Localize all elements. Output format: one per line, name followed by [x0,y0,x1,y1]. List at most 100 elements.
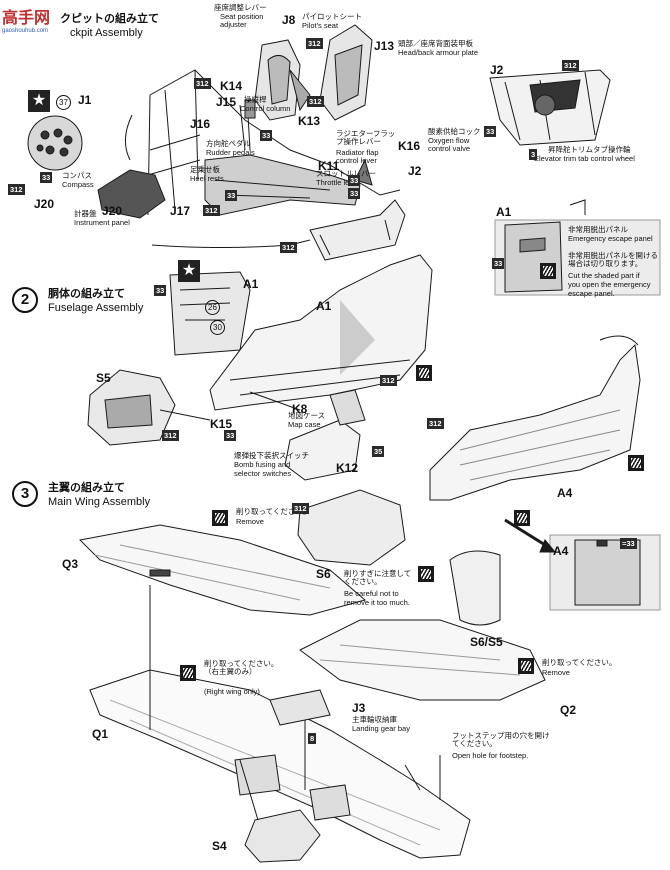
note-remove-jp: 削り取ってください。 [236,507,311,516]
note-oxygen-jp: 酸素供給コック [428,127,481,136]
wing-drawing [78,489,546,863]
note-seat-lever-jp: 座席調整レバー [214,3,267,12]
section2-title-en: Fuselage Assembly [48,302,144,314]
part-q3: Q3 [62,557,79,571]
part-k12: K12 [336,461,359,475]
part-a1-fuselage-small: A1 [243,277,259,291]
circled-ref-37: 37 [56,95,71,110]
part-j8: J8 [282,13,296,27]
inset-a1-drawing [494,199,661,296]
part-j16: J16 [190,117,211,131]
note-careful-en1: Be careful not to [344,589,399,598]
ref-badge: 312 [307,96,324,107]
rear-frame-drawing [489,69,611,146]
watermark-url: gaoshouhub.com [2,28,49,34]
part-k13: K13 [298,114,321,128]
part-k11: K11 [318,159,340,173]
section3-title-jp: 主翼の組み立て [48,482,125,494]
note-careful-en2: remove it too much. [344,598,410,607]
section2-title-jp: 胴体の組み立て [48,288,125,300]
note-throttle-jp: スロットルレバー [316,169,376,178]
ref-badge: 3 [529,149,538,160]
cut-icon [628,455,644,471]
note-map-en: Map case [288,420,321,429]
part-k14: K14 [220,79,243,93]
ref-badge: 33 [348,188,361,199]
note-control-col-jp: 操縦桿 [244,95,267,104]
note-throttle-en: Throttle lever [316,178,360,187]
part-s5: S5 [96,371,111,385]
section1-title-en: ckpit Assembly [70,27,143,39]
note-right-en: (Right wing only) [204,687,260,696]
note-emerg-jp: 非常用脱出パネル [568,225,628,234]
ref-badge: 312 [280,242,297,253]
part-k15: K15 [210,417,233,431]
note-gear-jp: 主車輪収納庫 [352,715,397,724]
part-s4: S4 [212,839,227,853]
ref-badge: 33 [224,430,237,441]
cut-icon [540,263,556,279]
note-radiator-jp: ラジエターフラップ操作レバー [336,129,396,146]
ref-badge: 312 [380,375,397,386]
note-careful-jp: 削りすぎに注意してください。 [344,569,412,586]
fuselage-drawing [87,254,661,611]
note-gear-en: Landing gear bay [352,724,410,733]
ref-badge: 312 [194,78,211,89]
cut-icon [212,510,228,526]
note-pilot-seat-en: Pilot's seat [302,21,339,30]
cut-icon [518,658,534,674]
part-j20-b: J20 [102,204,123,218]
note-pilot-seat-jp: パイロットシート [302,12,362,21]
ref-badge: 312 [427,418,444,429]
ref-badge: 33 [154,285,167,296]
cut-icon [514,510,530,526]
note-cut-en3: escape panel. [568,289,615,298]
note-right-jp: 削り取ってください。（右主翼のみ） [204,659,279,676]
watermark-cn: 高手网 [2,10,51,27]
part-s6: S6 [316,567,331,581]
circled-ref-30: 30 [210,320,225,335]
note-remove-en: Remove [236,517,264,526]
ref-badge: 8 [308,733,317,744]
step-3-number: 3 [12,481,38,507]
part-q2: Q2 [560,703,577,717]
part-k8: K8 [292,402,308,416]
note-head-jp: 頭部／座席背面装甲板 [398,39,473,48]
note-foot-en: Open hole for footstep. [452,751,529,760]
ref-badge: 312 [162,430,179,441]
note-rudder-en: Rudder pedals [206,148,255,157]
part-j1: J1 [78,93,92,107]
star-marker-icon: ★ [28,90,50,112]
part-k16: K16 [398,139,421,153]
part-j15: J15 [216,95,237,109]
note-remove2-en: Remove [542,668,570,677]
note-seat-lever-en: Seat position adjuster [220,12,264,29]
section3-title-en: Main Wing Assembly [48,496,151,508]
part-a1-fuselage: A1 [316,299,332,313]
ref-badge: 312 [203,205,220,216]
ref-badge: 33 [260,130,273,141]
part-j20-a: J20 [34,197,55,211]
part-j2-lower: J2 [408,164,422,178]
note-remove2-jp: 削り取ってください。 [542,658,617,667]
ref-badge: 33 [484,126,497,137]
note-compass-en: Compass [62,180,94,189]
part-j3: J3 [352,701,366,715]
note-bomb-en1: Bomb fusing and [234,460,291,469]
ref-badge: 312 [8,184,25,195]
cut-icon [418,566,434,582]
part-a4: A4 [557,486,573,500]
note-elevator-jp: 昇降舵トリムタブ操作輪 [548,145,631,154]
note-head-en: Head/back armour plate [398,48,479,57]
note-bomb-jp: 爆弾投下装択スイッチ [234,451,309,460]
note-oxygen-en: Oxygen flow control valve [428,136,471,153]
note-instrument-en: Instrument panel [74,218,130,227]
part-a1-inset: A1 [496,205,512,219]
note-bomb-en2: selector switches [234,469,292,478]
part-s6-s5: S6/S5 [470,635,503,649]
ref-badge: 33 [40,172,53,183]
part-q1: Q1 [92,727,109,741]
note-cut-en1: Cut the shaded part if [568,271,640,280]
